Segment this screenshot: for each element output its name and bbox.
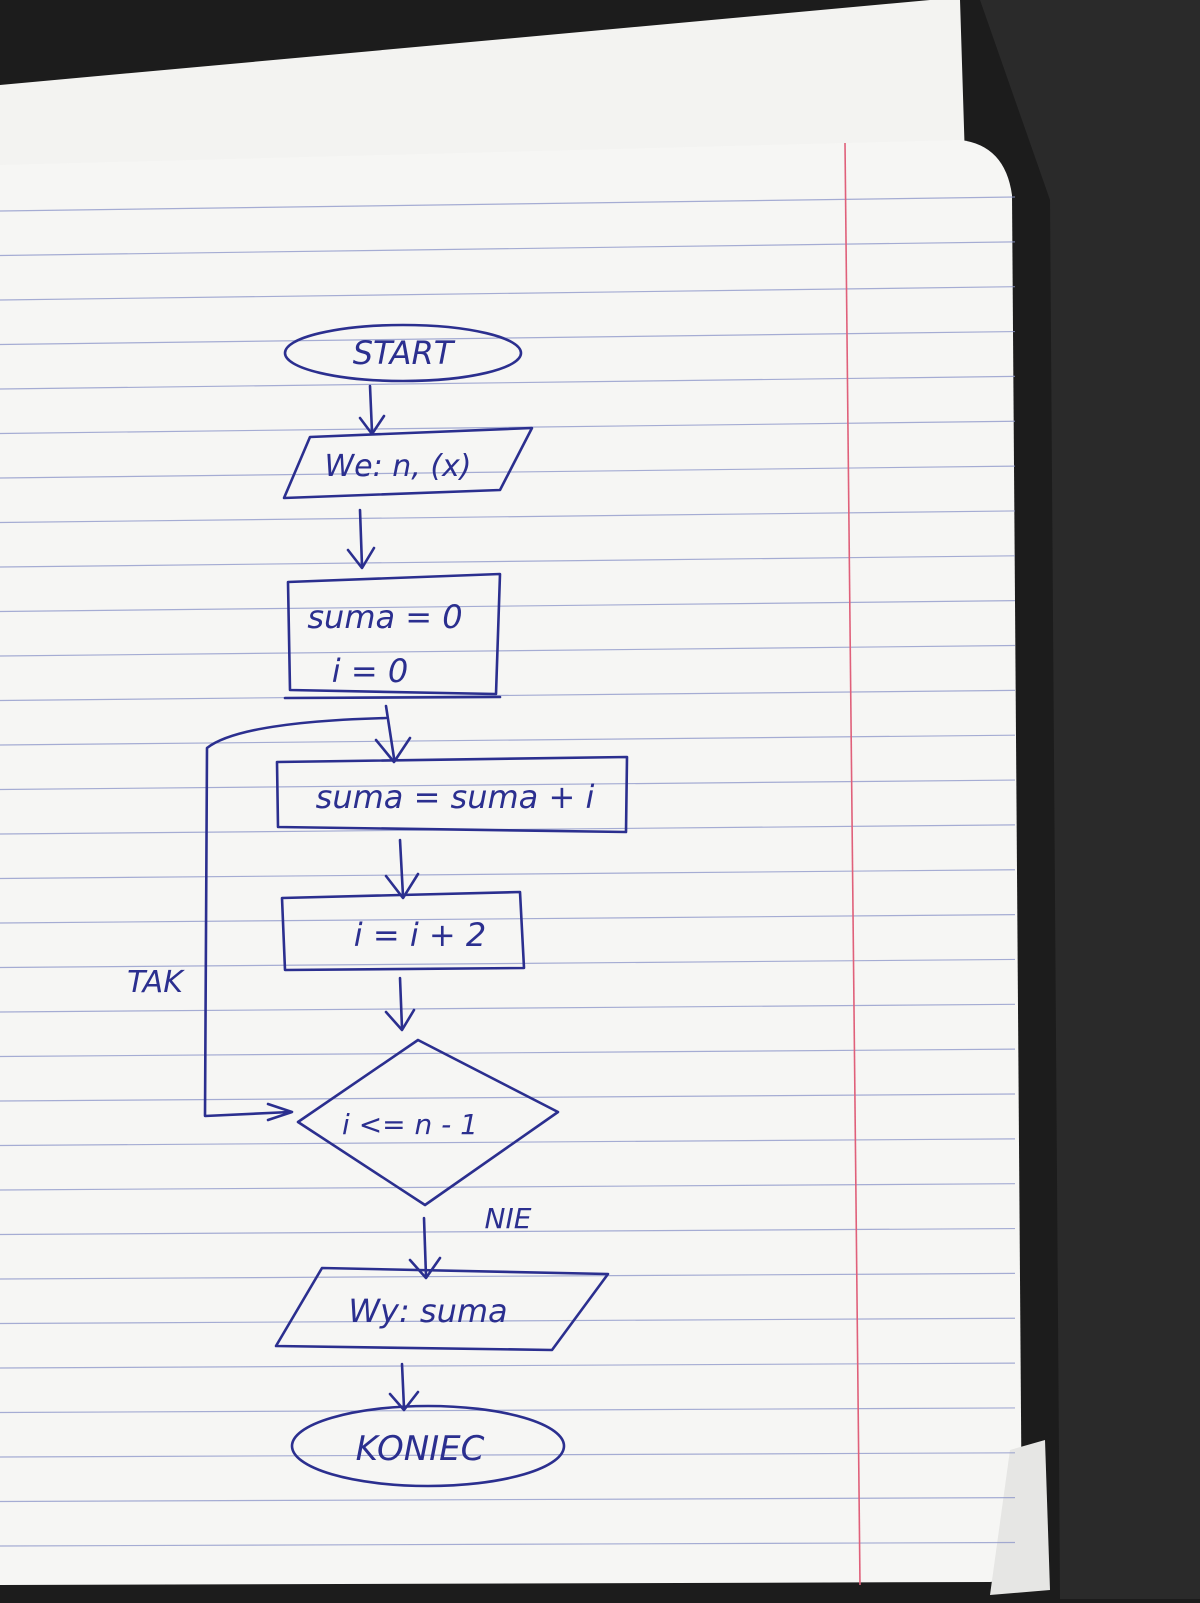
- ruled-line: [0, 465, 1016, 479]
- inc-process-box: [280, 890, 526, 972]
- ruled-line: [0, 1541, 1016, 1547]
- output-parallelogram: [274, 1266, 610, 1352]
- ruled-lines: [0, 196, 1016, 1547]
- decision-label: i <= n - 1: [342, 1108, 478, 1141]
- ruled-line: [0, 555, 1016, 568]
- ruled-line: [0, 1093, 1016, 1102]
- dark-cloth: [980, 0, 1200, 1599]
- ruled-line: [0, 330, 1016, 346]
- start-label: START: [353, 334, 456, 372]
- init-line-1: suma = 0: [307, 598, 462, 636]
- end-terminator: [290, 1404, 566, 1488]
- ruled-line: [0, 510, 1016, 524]
- loop-back-line: [203, 716, 388, 1118]
- ruled-line: [0, 1362, 1016, 1369]
- ruled-line: [0, 375, 1016, 390]
- arrowhead-output-to-end: [388, 1390, 420, 1412]
- arrowhead-init-to-sum: [374, 736, 412, 764]
- arrowhead-loop-to-decision: [266, 1102, 294, 1122]
- ruled-line: [0, 689, 1016, 702]
- end-label: KONIEC: [356, 1429, 485, 1469]
- arrowhead-inc-to-decision: [384, 1008, 416, 1032]
- start-terminator: [283, 323, 523, 383]
- ruled-line: [0, 1048, 1016, 1058]
- ruled-line: [0, 1227, 1016, 1236]
- init-process-box: [286, 572, 502, 696]
- ruled-line: [0, 779, 1016, 791]
- ruled-line: [0, 734, 1016, 746]
- sum-process-box: [275, 755, 629, 834]
- arrow-start-to-input: [368, 384, 374, 434]
- ruled-line: [0, 600, 1016, 613]
- sum-label: suma = suma + i: [316, 778, 595, 816]
- margin-line: [844, 142, 861, 1586]
- arrow-init-to-sum: [384, 704, 396, 760]
- ruled-line: [0, 1003, 1016, 1013]
- ruled-line: [0, 1317, 1016, 1325]
- ruled-line: [0, 1452, 1016, 1458]
- decision-diamond: [296, 1038, 560, 1207]
- branch-no-label: NIE: [485, 1202, 532, 1235]
- ruled-line: [0, 1138, 1016, 1147]
- arrowhead-input-to-init: [346, 546, 376, 570]
- ruled-line: [0, 869, 1016, 880]
- arrow-decision-to-output: [422, 1216, 428, 1278]
- ruled-line: [0, 1272, 1016, 1280]
- ruled-line: [0, 420, 1016, 435]
- back-paper-sheet: [0, 0, 965, 180]
- ruled-line: [0, 1407, 1016, 1414]
- input-parallelogram: [282, 426, 534, 500]
- output-label: Wy: suma: [348, 1292, 507, 1330]
- branch-yes-label: TAK: [127, 965, 185, 1000]
- notebook-page: [0, 140, 1022, 1585]
- ruled-line: [0, 913, 1016, 924]
- inc-label: i = i + 2: [354, 916, 486, 954]
- ruled-line: [0, 958, 1016, 969]
- page-underlayer: [990, 1440, 1050, 1595]
- arrow-output-to-end: [400, 1362, 406, 1410]
- arrow-inc-to-decision: [398, 976, 404, 1030]
- arrow-input-to-init: [358, 508, 364, 568]
- init-box-underline: [283, 695, 502, 700]
- init-line-2: i = 0: [332, 652, 408, 690]
- arrowhead-sum-to-inc: [384, 872, 420, 900]
- arrowhead-decision-to-output: [408, 1256, 442, 1280]
- ruled-line: [0, 1497, 1016, 1503]
- ruled-line: [0, 1183, 1016, 1191]
- arrow-sum-to-inc: [398, 838, 405, 898]
- input-label: We: n, (x): [324, 449, 471, 484]
- ruled-line: [0, 644, 1016, 657]
